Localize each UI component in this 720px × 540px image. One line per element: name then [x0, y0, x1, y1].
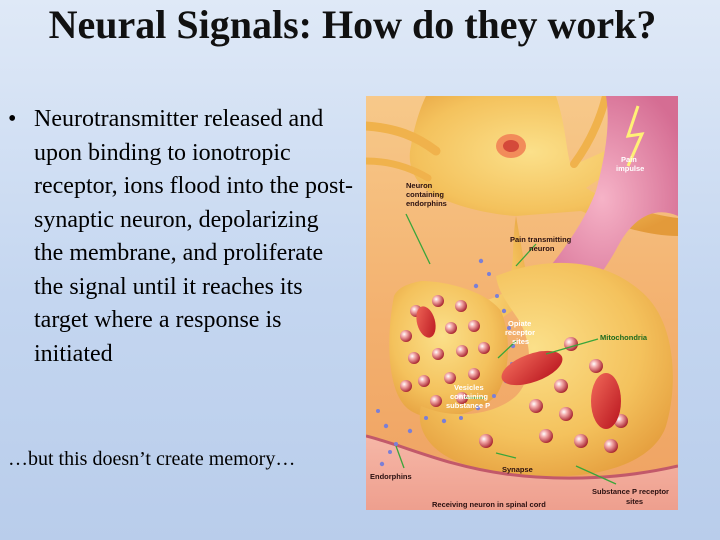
label-vesicles-3: substance P: [446, 401, 490, 410]
label-synapse: Synapse: [502, 465, 533, 474]
label-opiate-2: receptor: [505, 328, 535, 337]
label-vesicles-2: containing: [450, 392, 488, 401]
label-pain-impulse-1: Pain: [621, 155, 637, 164]
label-opiate-1: Opiate: [508, 319, 531, 328]
label-receiving-neuron: Receiving neuron in spinal cord: [432, 500, 546, 509]
label-pain-impulse-2: impulse: [616, 164, 644, 173]
label-neuron-endorphins-1: Neuron: [406, 181, 433, 190]
label-opiate-3: sites: [512, 337, 529, 346]
label-pain-transmitting-2: neuron: [529, 244, 555, 253]
bullet-point: • Neurotransmitter released and upon bin…: [8, 103, 353, 371]
label-substance-p-receptor-2: sites: [626, 497, 643, 506]
label-neuron-endorphins-3: endorphins: [406, 199, 447, 208]
bullet-text: Neurotransmitter released and upon bindi…: [34, 103, 353, 371]
label-pain-transmitting-1: Pain transmitting: [510, 235, 572, 244]
presynaptic-terminal: [389, 281, 508, 418]
synapse-diagram: Neuron containing endorphins Pain impuls…: [366, 96, 678, 510]
synapse-illustration: Neuron containing endorphins Pain impuls…: [366, 96, 678, 510]
label-endorphins: Endorphins: [370, 472, 412, 481]
label-mitochondria: Mitochondria: [600, 333, 648, 342]
label-vesicles-1: Vesicles: [454, 383, 484, 392]
label-neuron-endorphins-2: containing: [406, 190, 444, 199]
footer-note: …but this doesn’t create memory…: [8, 446, 295, 472]
label-substance-p-receptor-1: Substance P receptor: [592, 487, 669, 496]
bullet-marker: •: [8, 103, 16, 137]
slide-title: Neural Signals: How do they work?: [40, 2, 665, 48]
